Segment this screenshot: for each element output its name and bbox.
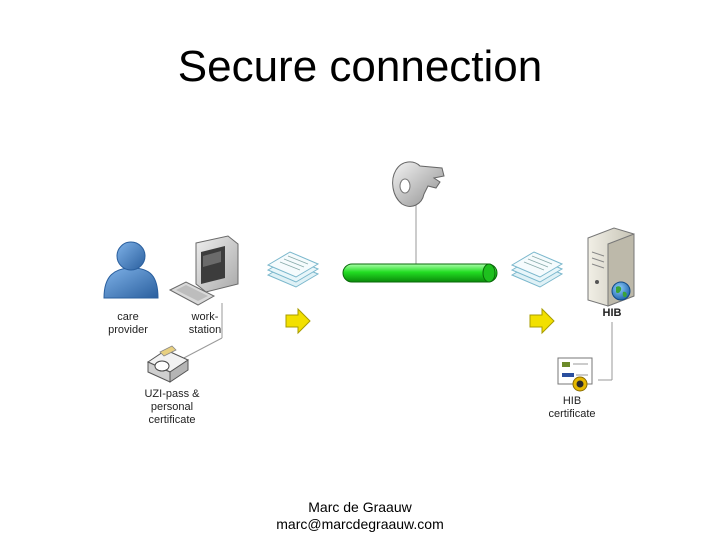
footer: Marc de Graauw marc@marcdegraauw.com	[0, 499, 720, 533]
footer-email: marc@marcdegraauw.com	[276, 516, 444, 532]
reader-connector-line	[179, 337, 223, 361]
hib-label: HIB	[602, 307, 622, 319]
globe-icon	[611, 281, 631, 301]
certificate-icon	[557, 357, 593, 392]
connector-lines	[179, 205, 613, 381]
document-stack-icon-left	[266, 251, 320, 288]
care-provider-label: care provider	[108, 311, 148, 336]
workstation-label: work- station	[188, 311, 222, 336]
computer-monitor-icon	[195, 235, 239, 293]
keyboard-icon	[168, 281, 216, 306]
footer-author: Marc de Graauw	[308, 499, 412, 515]
document-stack-icon-right	[510, 251, 564, 288]
smartcard-reader-icon	[146, 345, 190, 383]
uzi-pass-label: UZI-pass & personal certificate	[144, 388, 200, 426]
key-icon	[392, 161, 445, 207]
slide-title: Secure connection	[177, 42, 543, 91]
secure-tunnel	[342, 263, 498, 283]
arrow-right-icon-left	[285, 307, 311, 335]
user-icon	[103, 241, 159, 299]
arrow-right-icon-right	[529, 307, 555, 335]
hib-certificate-label: HIB certificate	[548, 395, 596, 420]
